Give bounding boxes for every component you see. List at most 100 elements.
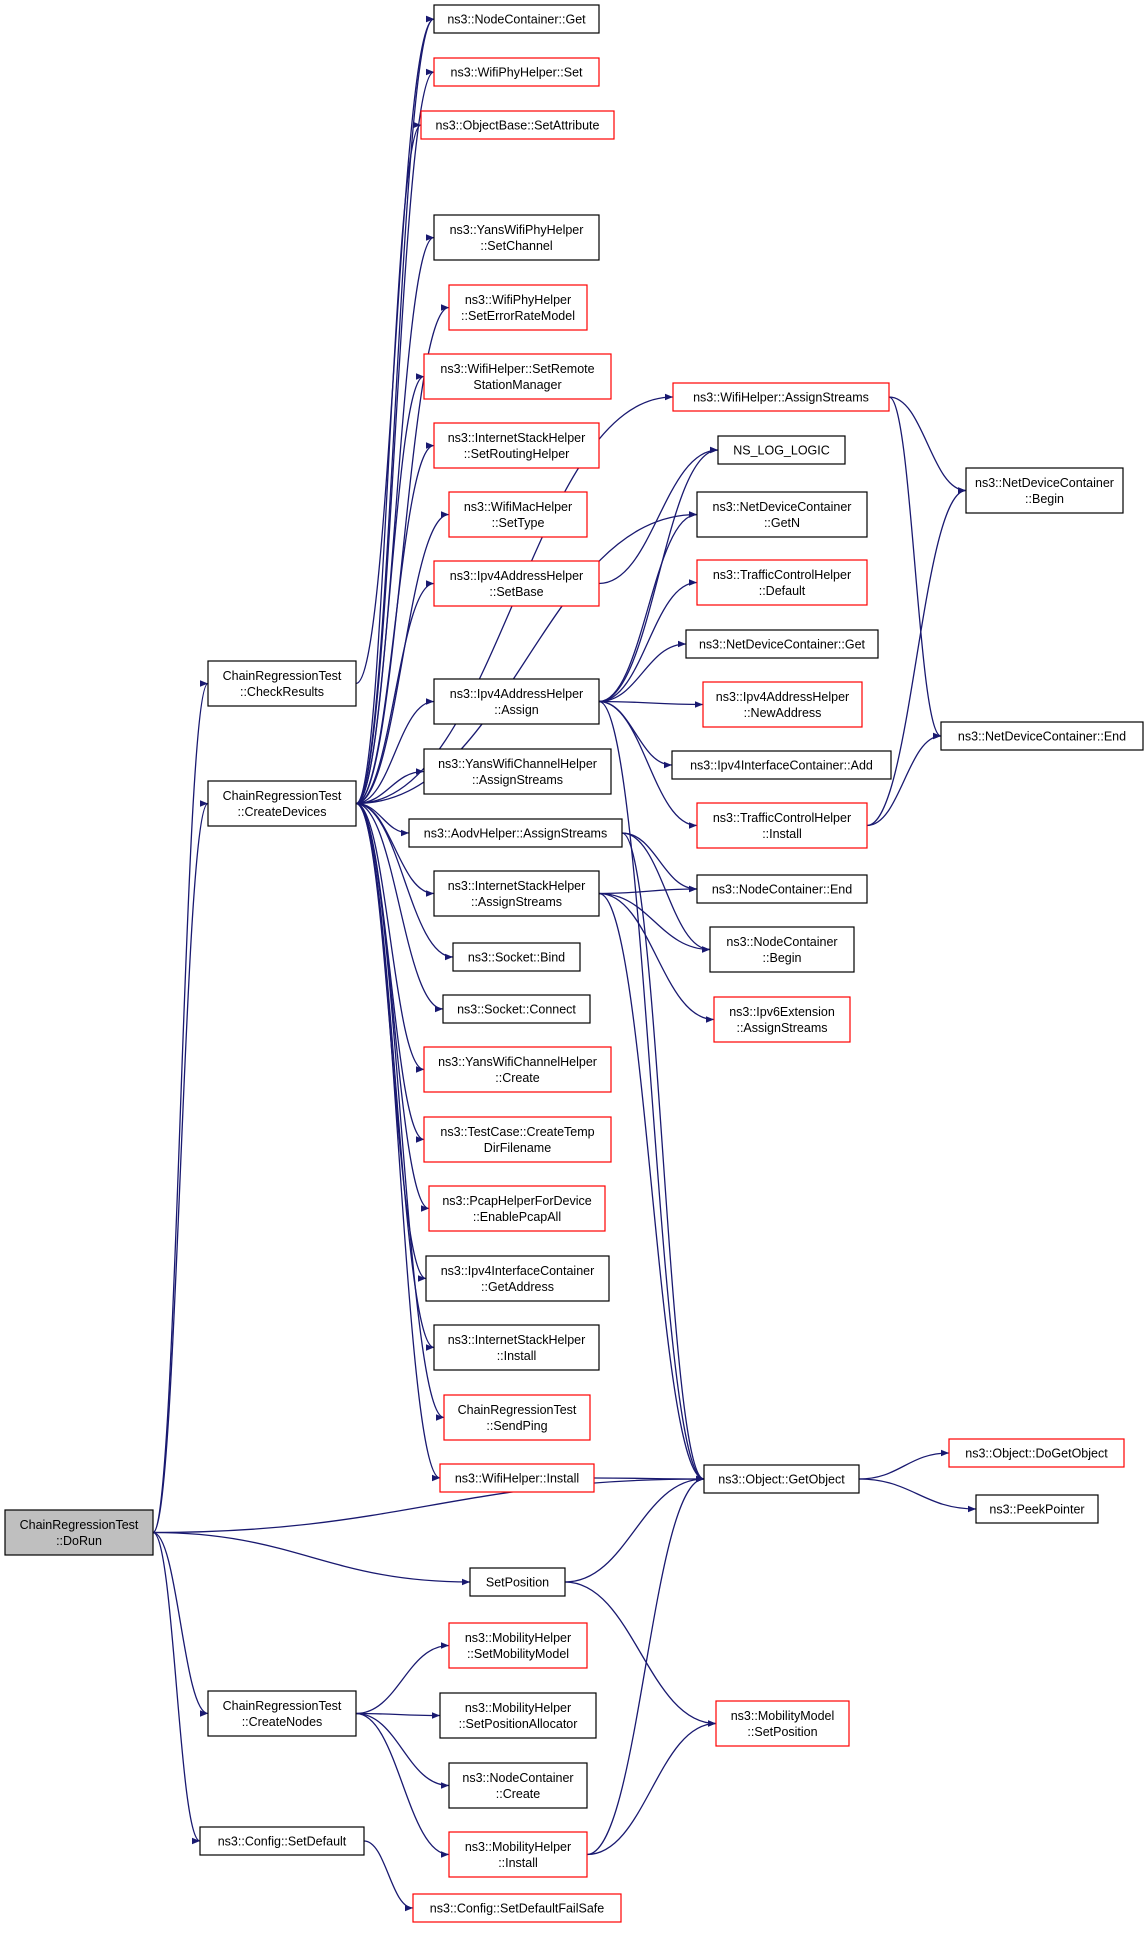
node-createdevices[interactable]: ChainRegressionTest::CreateDevices — [207, 780, 357, 827]
node-label: ns3::InternetStackHelper — [448, 1333, 586, 1347]
node-label: ns3::MobilityModel — [731, 1709, 835, 1723]
node-checkresults[interactable]: ChainRegressionTest::CheckResults — [207, 660, 357, 707]
node-ipv6ext[interactable]: ns3::Ipv6Extension::AssignStreams — [713, 996, 851, 1043]
node-setmobilitymodel[interactable]: ns3::MobilityHelper::SetMobilityModel — [448, 1622, 588, 1669]
node-enablepcapall[interactable]: ns3::PcapHelperForDevice::EnablePcapAll — [428, 1185, 606, 1232]
node-label: ChainRegressionTest — [223, 789, 342, 803]
node-box — [672, 382, 890, 412]
node-wifimacsettype[interactable]: ns3::WifiMacHelper::SetType — [448, 491, 588, 538]
node-label: ns3::WifiPhyHelper — [465, 293, 571, 307]
node-nslog[interactable]: NS_LOG_LOGIC — [717, 435, 846, 465]
node-ncend[interactable]: ns3::NodeContainer::End — [696, 874, 868, 904]
node-label: ns3::MobilityHelper — [465, 1701, 571, 1715]
node-label: ns3::MobilityHelper — [465, 1840, 571, 1854]
node-label: ns3::PeekPointer — [989, 1503, 1084, 1517]
node-seterrorratemodel[interactable]: ns3::WifiPhyHelper::SetErrorRateModel — [448, 284, 588, 331]
node-ndcget[interactable]: ns3::NetDeviceContainer::Get — [685, 629, 879, 659]
node-label: ns3::Socket::Connect — [457, 1003, 576, 1017]
node-box — [696, 491, 868, 538]
node-ndcbegin[interactable]: ns3::NetDeviceContainer::Begin — [965, 467, 1124, 514]
node-mobilityinstall[interactable]: ns3::MobilityHelper::Install — [448, 1831, 588, 1878]
node-tchinstall[interactable]: ns3::TrafficControlHelper::Install — [696, 802, 868, 849]
node-label: ::Create — [495, 1071, 540, 1085]
node-box — [448, 491, 588, 538]
node-setposition[interactable]: SetPosition — [469, 1567, 566, 1597]
node-box — [713, 996, 851, 1043]
node-ipv4assign[interactable]: ns3::Ipv4AddressHelper::Assign — [433, 678, 600, 725]
node-dogetobject[interactable]: ns3::Object::DoGetObject — [948, 1438, 1125, 1468]
node-label: ::SetRoutingHelper — [464, 447, 570, 461]
edge-setposition-to-mmsetposition — [564, 1581, 717, 1727]
node-configsetdefault[interactable]: ns3::Config::SetDefault — [199, 1826, 365, 1856]
node-yanschannelassignstreams[interactable]: ns3::YansWifiChannelHelper::AssignStream… — [423, 748, 612, 795]
node-internetinstall[interactable]: ns3::InternetStackHelper::Install — [433, 1324, 600, 1371]
node-sendping[interactable]: ChainRegressionTest::SendPing — [443, 1394, 591, 1441]
node-label: ChainRegressionTest — [20, 1518, 139, 1532]
node-box — [207, 660, 357, 707]
node-ndcgetn[interactable]: ns3::NetDeviceContainer::GetN — [696, 491, 868, 538]
node-box — [412, 1893, 622, 1923]
node-label: ns3::ObjectBase::SetAttribute — [436, 119, 600, 133]
node-internetassignstreams[interactable]: ns3::InternetStackHelper::AssignStreams — [433, 870, 600, 917]
node-nodecontainercreate[interactable]: ns3::NodeContainer::Create — [448, 1762, 588, 1809]
node-box — [439, 1463, 595, 1493]
node-peekpointer[interactable]: ns3::PeekPointer — [975, 1494, 1099, 1524]
node-label: ns3::Ipv4InterfaceContainer::Add — [690, 759, 873, 773]
node-label: ::CreateDevices — [238, 805, 327, 819]
edge-createnodes-to-nodecontainercreate — [355, 1712, 450, 1789]
node-wifiphyhelperset[interactable]: ns3::WifiPhyHelper::Set — [433, 57, 600, 87]
node-ncbegin[interactable]: ns3::NodeContainer::Begin — [709, 926, 855, 973]
node-wifiassignstreams[interactable]: ns3::WifiHelper::AssignStreams — [672, 382, 890, 412]
node-box — [685, 629, 879, 659]
node-label: ::GetN — [764, 516, 800, 530]
node-dorun[interactable]: ChainRegressionTest::DoRun — [4, 1509, 154, 1556]
edge-dorun-to-checkresults — [152, 680, 209, 1534]
node-createnodes[interactable]: ChainRegressionTest::CreateNodes — [207, 1690, 357, 1737]
node-wifihelperinstall[interactable]: ns3::WifiHelper::Install — [439, 1463, 595, 1493]
node-mmsetposition[interactable]: ns3::MobilityModel::SetPosition — [715, 1700, 850, 1747]
node-label: ns3::WifiHelper::AssignStreams — [693, 391, 869, 405]
node-setroutinghelper[interactable]: ns3::InternetStackHelper::SetRoutingHelp… — [433, 422, 600, 469]
node-label: ns3::YansWifiChannelHelper — [438, 1055, 597, 1069]
node-setpositionallocator[interactable]: ns3::MobilityHelper::SetPositionAllocato… — [439, 1692, 597, 1739]
node-box — [448, 284, 588, 331]
node-label: ::Install — [762, 827, 802, 841]
edge-createdevices-to-enablepcapall — [355, 802, 430, 1212]
edge-createdevices-to-yanssetchannel — [355, 234, 435, 805]
node-box — [709, 926, 855, 973]
node-socketconnect[interactable]: ns3::Socket::Connect — [442, 994, 591, 1024]
node-box — [948, 1438, 1125, 1468]
node-objectbasesetattribute[interactable]: ns3::ObjectBase::SetAttribute — [420, 110, 615, 140]
node-ipv4setbase[interactable]: ns3::Ipv4AddressHelper::SetBase — [433, 560, 600, 607]
node-socketbind[interactable]: ns3::Socket::Bind — [452, 942, 581, 972]
node-ndcend[interactable]: ns3::NetDeviceContainer::End — [940, 721, 1144, 751]
node-aodvassignstreams[interactable]: ns3::AodvHelper::AssignStreams — [408, 818, 623, 848]
node-box — [703, 1464, 860, 1494]
node-label: ::SetBase — [489, 585, 543, 599]
edge-dorun-to-createnodes — [152, 1531, 209, 1717]
node-setdefaultfailsafe[interactable]: ns3::Config::SetDefaultFailSafe — [412, 1893, 622, 1923]
node-label: ::SendPing — [486, 1419, 547, 1433]
node-label: ::AssignStreams — [471, 895, 562, 909]
node-yanssetchannel[interactable]: ns3::YansWifiPhyHelper::SetChannel — [433, 214, 600, 261]
node-ipv4getaddress[interactable]: ns3::Ipv4InterfaceContainer::GetAddress — [425, 1255, 610, 1302]
node-nodecontainerget[interactable]: ns3::NodeContainer::Get — [433, 4, 600, 34]
node-getobject[interactable]: ns3::Object::GetObject — [703, 1464, 860, 1494]
node-box — [423, 1046, 612, 1093]
edge-ipv4assign-to-newaddress — [598, 700, 704, 708]
node-newaddress[interactable]: ns3::Ipv4AddressHelper::NewAddress — [702, 681, 863, 728]
node-label: ns3::NodeContainer — [726, 935, 837, 949]
node-ipv4icadd[interactable]: ns3::Ipv4InterfaceContainer::Add — [671, 750, 892, 780]
node-label: ChainRegressionTest — [458, 1403, 577, 1417]
node-label: ns3::NodeContainer::End — [712, 883, 852, 897]
node-label: ns3::Config::SetDefault — [218, 1835, 347, 1849]
edge-createdevices-to-setremotestationmanager — [355, 373, 425, 805]
node-tchdefault[interactable]: ns3::TrafficControlHelper::Default — [696, 559, 868, 606]
node-label: ns3::NetDeviceContainer — [713, 500, 852, 514]
node-box — [433, 422, 600, 469]
node-box — [696, 559, 868, 606]
node-label: ns3::Ipv4AddressHelper — [716, 690, 849, 704]
node-yanschannelcreate[interactable]: ns3::YansWifiChannelHelper::Create — [423, 1046, 612, 1093]
